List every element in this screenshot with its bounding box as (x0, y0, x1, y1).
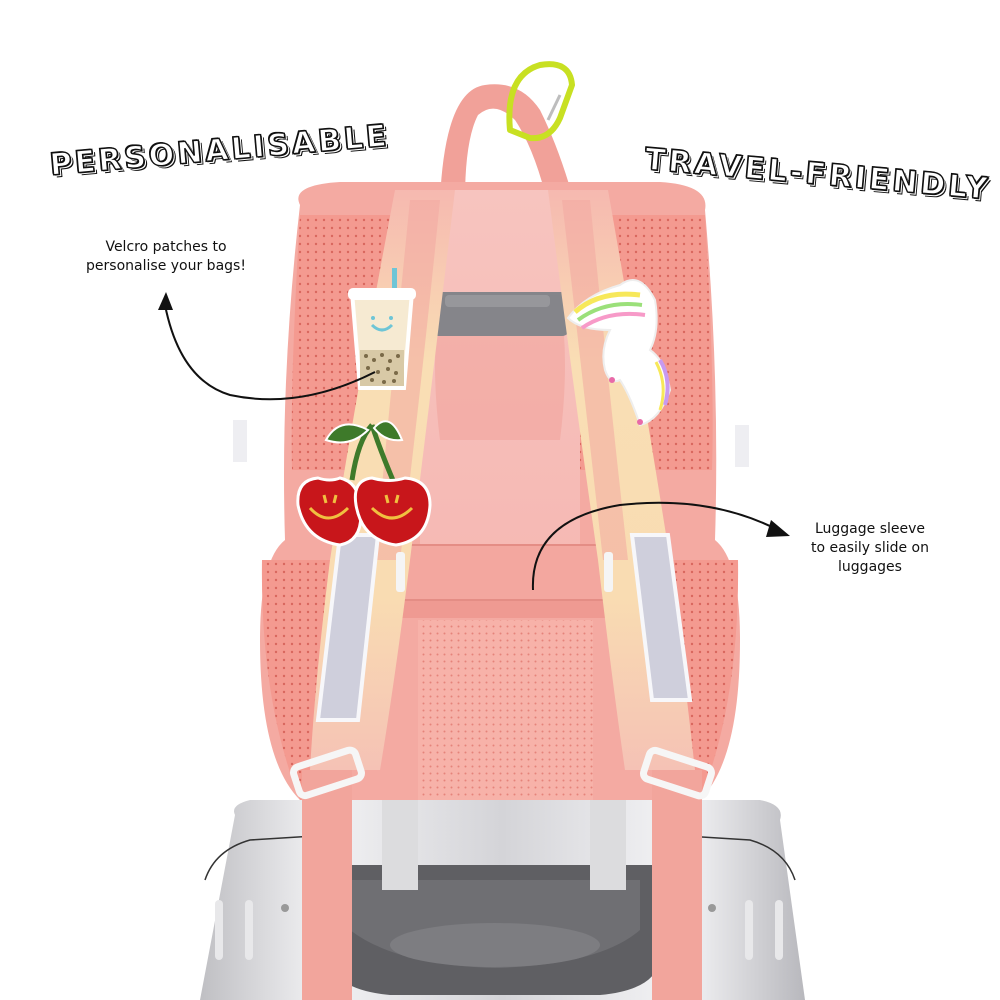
arrow-personalise (158, 292, 376, 401)
caption-line: to easily slide on (811, 540, 929, 556)
caption-line: personalise your bags! (86, 258, 246, 274)
caption-line: Luggage sleeve (814, 521, 926, 537)
bubble-tea-patch (348, 268, 416, 390)
luggage (200, 800, 805, 1000)
caption-velcro-patches: Velcro patches to personalise your bags! (52, 238, 280, 276)
caption-luggage-sleeve: Luggage sleeve to easily slide on luggag… (770, 520, 970, 577)
caption-line: luggages (838, 559, 902, 575)
carabiner (506, 61, 575, 142)
arrow-luggage-sleeve (531, 501, 790, 591)
luggage-sleeve (395, 545, 610, 600)
caption-line: Velcro patches to (105, 239, 227, 255)
unicorn-patch (566, 279, 672, 427)
shoulder-strap-right (548, 190, 715, 1000)
cherries-patch (296, 420, 432, 547)
